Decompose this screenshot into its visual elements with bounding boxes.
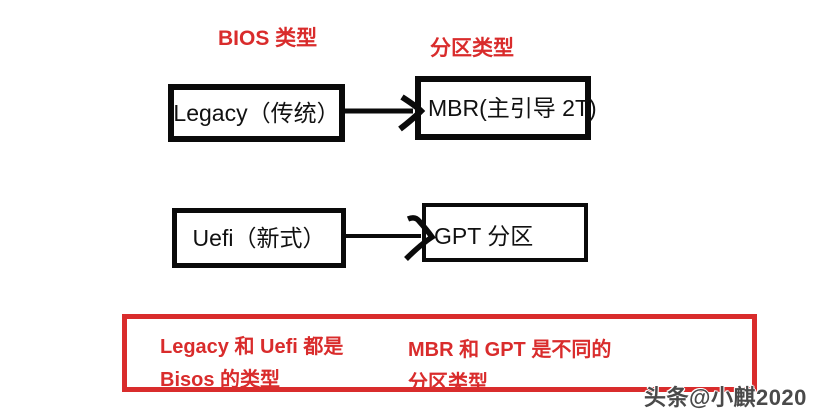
arrow-right-icon-legacy-to-mbr xyxy=(342,94,426,132)
watermark: 头条@小麒2020 xyxy=(644,385,807,410)
node-mbr-partition: MBR(主引导 2T) xyxy=(415,76,597,140)
arrow-right-icon-uefi-to-gpt xyxy=(344,215,436,261)
summary-left-line2: Bisos 的类型 xyxy=(160,369,281,391)
summary-right-line2: 分区类型 xyxy=(408,372,488,394)
summary-right-line1: MBR 和 GPT 是不同的 xyxy=(408,339,612,361)
node-uefi-bios: Uefi（新式） xyxy=(172,208,346,268)
summary-box xyxy=(122,314,757,392)
column-header-partition-type: 分区类型 xyxy=(430,37,514,60)
node-legacy-bios: Legacy（传统） xyxy=(168,84,345,142)
node-gpt-partition: GPT 分区 xyxy=(422,203,588,262)
summary-left-line1: Legacy 和 Uefi 都是 xyxy=(160,336,344,358)
column-header-bios-type: BIOS 类型 xyxy=(218,27,318,50)
